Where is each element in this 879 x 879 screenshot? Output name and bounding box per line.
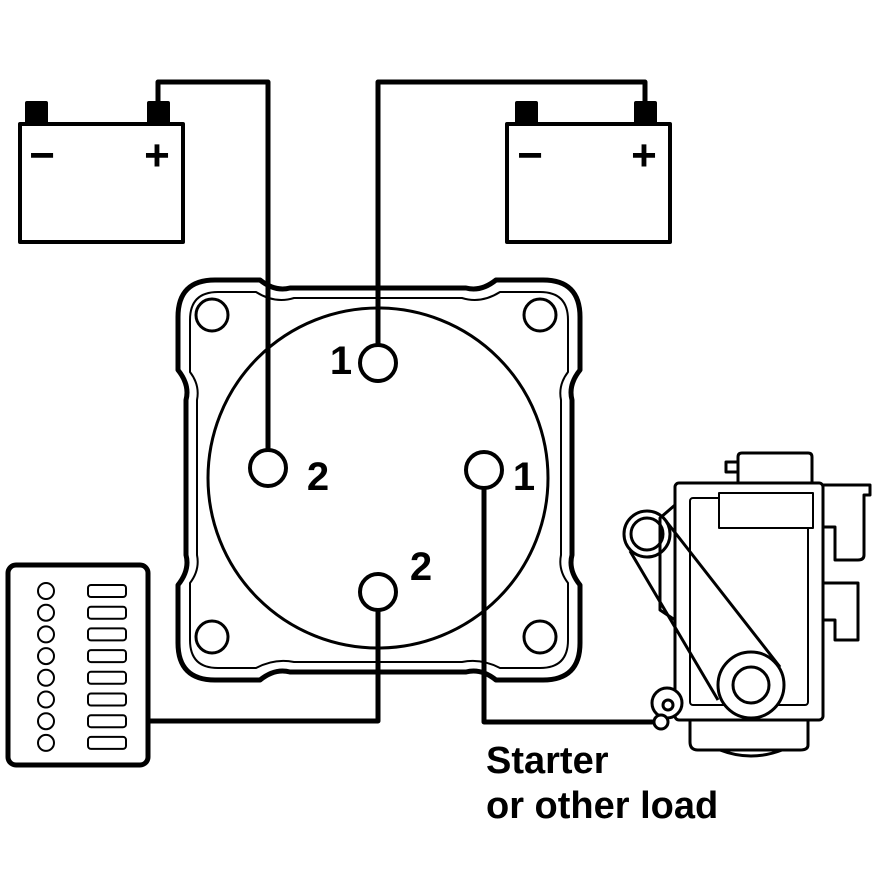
mounting-hole [522,297,558,333]
starter-terminal [650,686,684,720]
panel-breaker-switch [87,692,127,707]
engine-starter [622,451,872,758]
post-label: 1 [330,339,352,383]
negative-terminal [25,101,48,126]
negative-terminal [515,101,538,126]
positive-terminal [147,101,170,126]
panel-breaker-switch [87,605,127,620]
panel-indicator-light [37,582,55,600]
panel-indicator-light [37,690,55,709]
switch-plate [175,277,583,683]
battery-2: − + [505,101,672,244]
post-label: 2 [307,455,329,499]
post-1-top [358,343,398,383]
wire-battery2-to-post1 [375,79,648,346]
panel-indicator-light [37,668,55,687]
post-1-right [464,450,504,490]
panel-indicator-light [37,733,55,752]
pulley-top [622,509,672,559]
panel-indicator-light [37,712,55,731]
positive-sign: + [631,131,657,180]
post-label: 2 [410,545,432,589]
panel-breaker-switch [87,714,127,729]
wire-post1-to-starter [481,486,662,725]
load-label-line1: Starter [486,740,609,782]
wires [148,79,662,725]
post-2-bottom [358,572,398,612]
panel-breaker-switch [87,627,127,642]
panel-indicator-light [37,603,55,622]
wire-post2-to-panel [148,608,381,724]
panel-breaker-switch [87,735,127,750]
negative-sign: − [29,131,55,180]
panel-breaker-switch [87,670,127,685]
mounting-hole [194,297,230,333]
panel-breaker-switch [87,649,127,664]
panel-indicator-light [37,625,55,644]
positive-terminal [634,101,657,126]
battery-1: − + [18,101,185,244]
post-2-left [248,448,288,488]
pulley-bottom [716,650,786,720]
switch-dial [206,306,550,650]
load-label-line2: or other load [486,785,718,827]
battery-switch: 1 2 1 2 [175,277,583,683]
post-label: 1 [513,455,535,499]
distribution-panel [5,562,151,768]
positive-sign: + [144,131,170,180]
wire-battery1-to-post2 [155,79,271,452]
negative-sign: − [517,131,543,180]
mounting-hole [194,619,230,655]
panel-breaker-switch [87,584,127,598]
panel-indicator-light [37,647,55,666]
mounting-hole [522,619,558,655]
